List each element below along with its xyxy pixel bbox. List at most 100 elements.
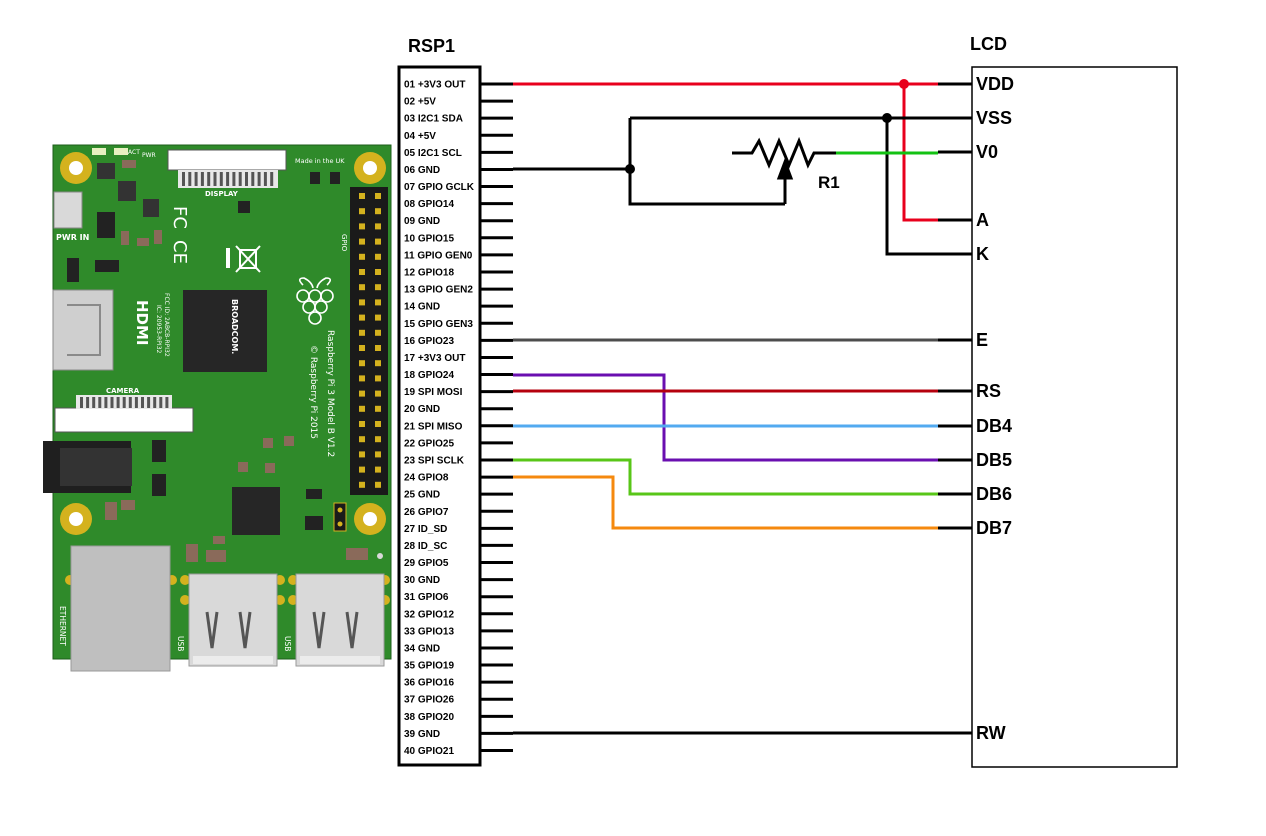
- rsp1-pin-label: 20 GND: [404, 404, 440, 415]
- rsp1-pin-label: 04 +5V: [404, 131, 436, 142]
- potentiometer-r1: [732, 136, 836, 204]
- camera-connector-pins: [80, 397, 169, 408]
- ethernet-port: [70, 545, 171, 672]
- rsp1-pin-label: 30 GND: [404, 575, 440, 586]
- gpio-pin: [359, 390, 365, 397]
- gpio-pin: [359, 314, 365, 321]
- wire-backlight-a: [902, 84, 938, 222]
- lcd-pin-label: RW: [976, 723, 1006, 743]
- connector-pin: [200, 172, 204, 186]
- gpio-header: [350, 187, 388, 495]
- gpio-pin: [359, 451, 365, 458]
- gpio-pin: [359, 436, 365, 443]
- rsp1-pin-label: 38 GPIO20: [404, 712, 454, 723]
- rsp1-pin-label: 16 GPIO23: [404, 336, 454, 347]
- gpio-pin: [359, 405, 365, 412]
- gpio-pin: [375, 360, 381, 367]
- raspberry-logo-icon: [296, 277, 334, 325]
- connector-pin: [232, 172, 236, 186]
- lcd-pin-label: DB4: [976, 416, 1012, 436]
- rsp1-pin-label: 24 GPIO8: [404, 473, 449, 484]
- rsp1-pin-label: 13 GPIO GEN2: [404, 285, 473, 296]
- gpio-pin: [359, 223, 365, 230]
- connector-pin: [182, 172, 185, 186]
- rsp1-pin-label: 26 GPIO7: [404, 507, 449, 518]
- junction-dot: [625, 164, 635, 174]
- wire-backlight-k: [885, 118, 938, 256]
- rsp1-pin-label: 03 I2C1 SDA: [404, 114, 463, 125]
- rsp1-pin-label: 25 GND: [404, 490, 440, 501]
- wire-pot-gnd: [628, 118, 785, 206]
- board-broadcom-label: BROADCOM.: [230, 299, 239, 354]
- board-ce-logo: CE: [169, 240, 190, 264]
- rsp1-pin-label: 33 GPIO13: [404, 626, 454, 637]
- hdmi-port: [52, 289, 114, 371]
- rsp1-pin-label: 11 GPIO GEN0: [404, 250, 473, 261]
- connector-pin: [245, 172, 248, 186]
- board-made-in-label: Made in the UK: [295, 157, 345, 165]
- connector-pin: [80, 397, 83, 408]
- gpio-pin: [375, 253, 381, 260]
- rsp1-pin-label: 29 GPIO5: [404, 558, 449, 569]
- rsp1-pin-label: 34 GND: [404, 643, 440, 654]
- gpio-pin: [375, 375, 381, 382]
- gpio-pin: [375, 223, 381, 230]
- connector-pin: [116, 397, 120, 408]
- connector-pin: [98, 397, 102, 408]
- lcd-pin-label: V0: [976, 142, 998, 162]
- wire-junctions: [625, 79, 909, 174]
- rsp1-pin-label: 15 GPIO GEN3: [404, 319, 473, 330]
- wire-db6: [513, 458, 938, 496]
- display-connector-pins: [182, 172, 274, 186]
- board-fcc-logo: FC: [169, 206, 190, 229]
- gpio-pin: [359, 208, 365, 215]
- gpio-pin: [375, 299, 381, 306]
- rsp1-pin-label: 22 GPIO25: [404, 438, 454, 449]
- rsp1-pin-label: 01 +3V3 OUT: [404, 80, 465, 91]
- gpio-pin: [359, 345, 365, 351]
- wires: [513, 82, 938, 735]
- gpio-pin: [375, 238, 381, 245]
- connector-pin: [141, 397, 144, 408]
- board-usb1-label: USB: [176, 636, 185, 651]
- gpio-pin: [359, 238, 365, 245]
- connector-pin: [147, 397, 151, 408]
- wire-db7: [513, 475, 938, 530]
- lcd-module: [971, 66, 1178, 768]
- gpio-header-pins: [359, 193, 381, 488]
- rsp1-pin-label: 37 GPIO26: [404, 695, 454, 706]
- lcd-pin-label: DB7: [976, 518, 1012, 538]
- connector-pin: [159, 397, 163, 408]
- gpio-pin: [375, 314, 381, 321]
- rsp1-pin-label: 19 SPI MOSI: [404, 387, 463, 398]
- rsp1-pin-label: 05 I2C1 SCL: [404, 148, 462, 159]
- rsp1-pin-label: 31 GPIO6: [404, 592, 449, 603]
- connector-pin: [86, 397, 90, 408]
- lcd-pin-label: DB6: [976, 484, 1012, 504]
- connector-pin: [128, 397, 132, 408]
- connector-pin: [153, 397, 157, 408]
- lcd-pin-label: E: [976, 330, 988, 350]
- connector-pin: [188, 172, 192, 186]
- weee-bin-icon: [226, 245, 261, 273]
- lcd-pin-label: A: [976, 210, 989, 230]
- connector-pin: [270, 172, 274, 186]
- connector-pin: [219, 172, 223, 186]
- gpio-pin: [375, 466, 381, 473]
- gpio-pin: [359, 466, 365, 473]
- junction-dot: [882, 113, 892, 123]
- lcd-pin-label: K: [976, 244, 989, 264]
- rsp1-pin-label: 06 GND: [404, 165, 440, 176]
- rsp1-pin-label: 17 +3V3 OUT: [404, 353, 465, 364]
- board-display-label: DISPLAY: [205, 190, 239, 198]
- rsp1-connector: [397, 65, 482, 767]
- rsp1-pin-label: 10 GPIO15: [404, 233, 454, 244]
- board-copyright-label: © Raspberry Pi 2015: [308, 345, 318, 439]
- micro-usb-port: [53, 191, 83, 229]
- rsp1-pin-label: 28 ID_SC: [404, 541, 447, 552]
- junction-dot: [899, 79, 909, 89]
- rsp1-pin-label: 39 GND: [404, 729, 440, 740]
- rsp1-pin-label: 08 GPIO14: [404, 199, 454, 210]
- connector-pin: [257, 172, 261, 186]
